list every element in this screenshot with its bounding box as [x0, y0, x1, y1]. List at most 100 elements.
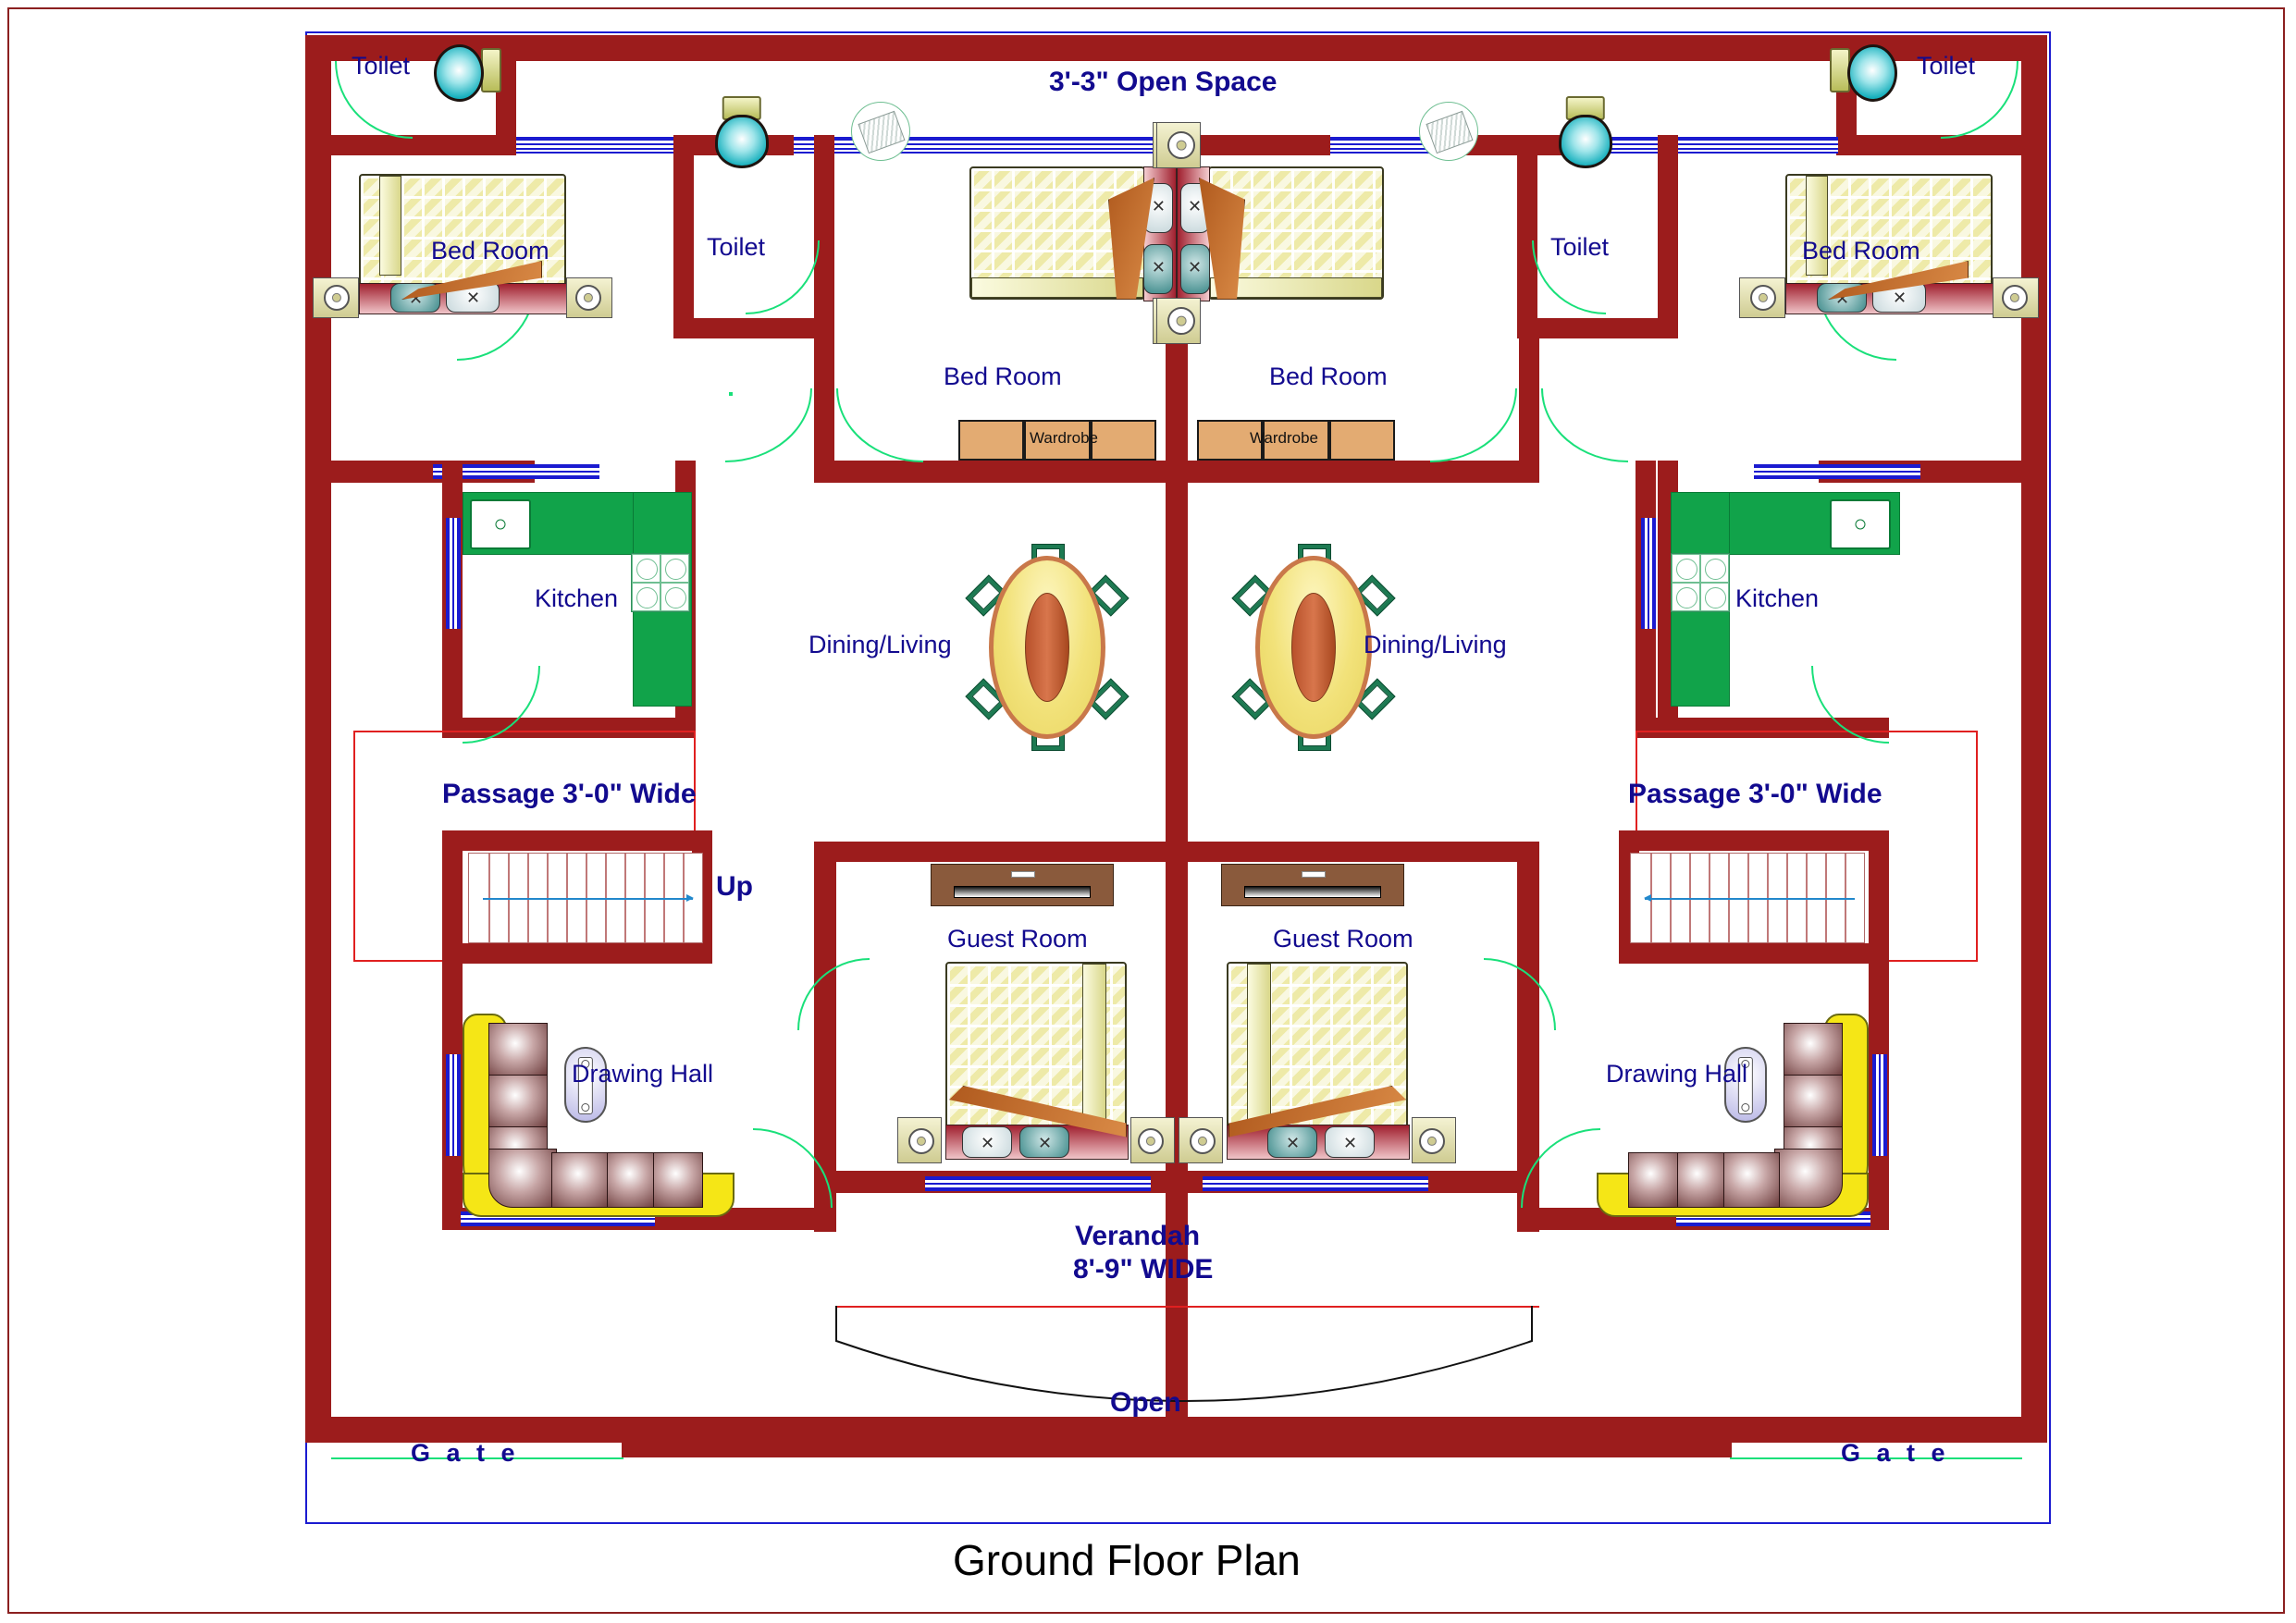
exhaust-fan-icon-right: [1419, 102, 1478, 161]
dining-centerpiece: [1025, 593, 1069, 702]
wall-center-right-vertical: [1519, 338, 1539, 483]
bed-center-right: ✕ ✕: [1156, 122, 1384, 344]
wall-stair-right-bottom: [1619, 943, 1889, 964]
window-drawing-hall-left-side: [446, 1054, 461, 1156]
wall-guest-left-top: [814, 842, 1188, 862]
wall-toilet-inner-left-bottom: [673, 318, 834, 338]
label-bedroom-center-right: Bed Room: [1269, 363, 1388, 390]
wall-stair-right-top: [1619, 830, 1889, 851]
tv-unit-right: [1221, 864, 1404, 906]
wall-open-space-bottom-center: [1164, 135, 1330, 155]
window-top-right-2: [1593, 137, 1676, 154]
label-dining-living-left: Dining/Living: [809, 631, 952, 658]
window-kitchen-left: [446, 518, 461, 629]
label-toilet-top-left: Toilet: [352, 52, 411, 80]
gate-line-left: [331, 1457, 623, 1459]
label-passage-left: Passage 3'-0" Wide: [442, 779, 697, 809]
wardrobe-label-right: Wardrobe: [1250, 429, 1319, 447]
wardrobe-left: [958, 420, 1156, 461]
label-stair-up-left: Up: [716, 871, 753, 902]
open-front-curve: [835, 1306, 1533, 1402]
wall-toilet-inner-left-east: [814, 135, 834, 338]
sheet-outer-border: [7, 7, 2285, 1614]
bed-left-outer: ✕ ✕: [313, 174, 612, 318]
label-drawing-hall-right: Drawing Hall: [1606, 1060, 1748, 1088]
bed-guest-left: ✕ ✕: [897, 962, 1175, 1163]
teapoy-left: [564, 1047, 607, 1123]
wall-toilet-inner-right-bottom: [1517, 318, 1678, 338]
wall-toilet-topleft-bottom: [331, 135, 516, 155]
wall-verandah-right-link: [1517, 1208, 1597, 1230]
window-guest-left-bottom: [925, 1176, 1151, 1191]
wall-central-spine: [1166, 135, 1188, 1417]
wall-stair-left-bottom: [442, 943, 712, 964]
bed-center-left: ✕ ✕: [969, 122, 1197, 344]
wall-stair-left-top: [442, 830, 712, 851]
toilet-fixture-inner-left: [715, 96, 769, 168]
kitchen-hob-left: [631, 553, 690, 612]
wall-boundary-gate: [622, 1432, 1732, 1457]
verandah-edge-line: [836, 1306, 1539, 1308]
label-gate-left: G a t e: [411, 1439, 520, 1467]
kitchen-sink-left: [470, 499, 531, 549]
wardrobe-label-left: Wardrobe: [1030, 429, 1099, 447]
bed-guest-right: ✕ ✕: [1179, 962, 1456, 1163]
toilet-fixture-inner-right: [1559, 96, 1612, 168]
teapoy-right: [1724, 1047, 1767, 1123]
wall-center-left-vertical: [814, 338, 834, 483]
label-verandah-width: 8'-9" WIDE: [1073, 1254, 1214, 1285]
staircase-right: [1630, 853, 1865, 943]
label-open-front: Open: [1110, 1387, 1181, 1418]
label-verandah: Verandah: [1075, 1221, 1201, 1251]
dining-set-right: [1221, 544, 1406, 751]
dining-centerpiece: [1291, 593, 1336, 702]
window-bedroom-left-bottom: [433, 464, 599, 479]
kitchen-hob-right: [1671, 553, 1730, 612]
gate-line-right: [1730, 1457, 2022, 1459]
wall-toilet-topright-bottom: [1836, 135, 2021, 155]
exhaust-fan-icon-left: [851, 102, 910, 161]
wall-guest-right-top: [1166, 842, 1539, 862]
tv-unit-left: [931, 864, 1114, 906]
page-title: Ground Floor Plan: [953, 1536, 1301, 1584]
toilet-fixture-top-left: [433, 41, 501, 102]
label-guest-room-left: Guest Room: [947, 925, 1088, 953]
wall-toilet-inner-left-west: [673, 135, 694, 338]
wall-verandah-left-link: [757, 1208, 836, 1230]
wall-kitchen-right-bottom: [1636, 718, 1889, 738]
wall-toilet-inner-right-west: [1517, 135, 1537, 338]
toilet-fixture-top-right: [1830, 41, 1898, 102]
window-top-center-1: [1330, 137, 1445, 154]
window-guest-right-bottom: [1203, 1176, 1428, 1191]
window-top-left-1: [516, 137, 673, 154]
window-top-center-0: [886, 137, 1164, 154]
label-bedroom-right-outer: Bed Room: [1802, 237, 1920, 264]
label-kitchen-right: Kitchen: [1735, 584, 1820, 612]
door-spacer: [729, 392, 733, 396]
window-top-right-1: [1676, 137, 1838, 154]
sofa-set-left: [463, 1014, 740, 1217]
wall-exterior-top: [305, 35, 2047, 61]
window-drawing-hall-right-side: [1872, 1054, 1887, 1156]
label-guest-room-right: Guest Room: [1273, 925, 1413, 953]
wardrobe-right: [1197, 420, 1395, 461]
label-passage-right: Passage 3'-0" Wide: [1628, 779, 1882, 809]
staircase-left: [468, 853, 703, 943]
wall-stair-left-west: [442, 830, 463, 1228]
bed-right-outer: ✕ ✕: [1739, 174, 2039, 318]
label-toilet-inner-right: Toilet: [1550, 233, 1610, 261]
dining-table: [989, 556, 1105, 739]
label-toilet-inner-left: Toilet: [707, 233, 766, 261]
window-kitchen-right: [1641, 518, 1656, 629]
label-kitchen-left: Kitchen: [535, 584, 619, 612]
wall-stair-right-east: [1869, 830, 1889, 1228]
dining-set-left: [955, 544, 1140, 751]
wall-exterior-right: [2021, 35, 2047, 1443]
window-bedroom-right-bottom: [1754, 464, 1920, 479]
kitchen-sink-right: [1830, 499, 1891, 549]
wall-toilet-inner-right-east: [1658, 135, 1678, 338]
label-gate-right: G a t e: [1841, 1439, 1950, 1467]
wall-center-bedroom-bottom-right: [1166, 461, 1539, 483]
label-bedroom-center-left: Bed Room: [944, 363, 1062, 390]
label-drawing-hall-left: Drawing Hall: [572, 1060, 714, 1088]
